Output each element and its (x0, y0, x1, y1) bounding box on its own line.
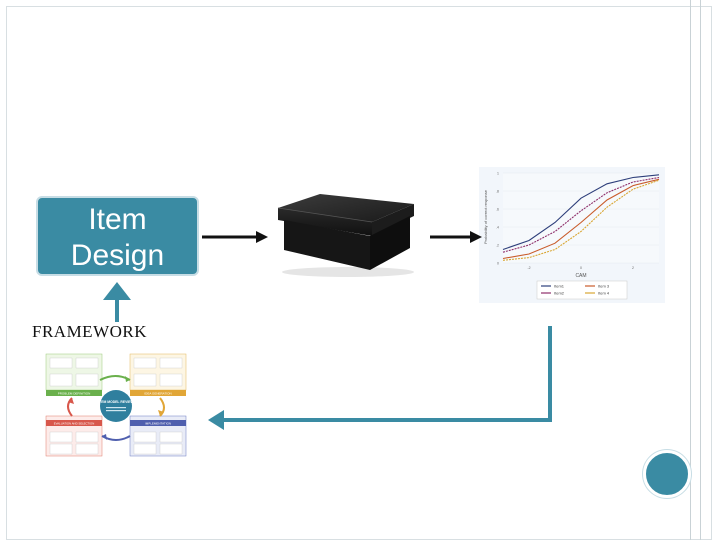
legend-label: Item2 (554, 291, 565, 296)
y-tick-label: .2 (496, 244, 499, 248)
y-tick-label: 1 (497, 172, 499, 176)
y-tick-label: 0 (497, 262, 499, 266)
x-tick-label: 0 (580, 266, 582, 270)
legend-label: Item 4 (598, 291, 610, 296)
x-tick-labels: -2 0 2 (527, 266, 634, 270)
right-rule-inner (690, 0, 691, 540)
framework-label: FRAMEWORK (32, 322, 148, 341)
item-design-line2: Design (70, 239, 165, 272)
chart-xlabel: CAM (575, 273, 586, 279)
slide-decoration-dot (643, 450, 691, 498)
legend-label: Item1 (554, 284, 565, 289)
stage-label-4: IMPLEMENTATION (145, 422, 171, 426)
framework-diagram: PROBLEM DEFINITION IDEA GENERATION EVALU… (30, 350, 202, 462)
y-tick-labels: 1 .8 .6 .4 .2 0 (496, 172, 659, 266)
y-tick-label: .4 (496, 226, 499, 230)
framework-center-title: ITEM MODEL REVIEW (98, 400, 134, 404)
series-line-3 (502, 178, 660, 260)
stage-label-1: PROBLEM DEFINITION (58, 392, 91, 396)
chart-series (502, 174, 660, 261)
stage-label-2: IDEA GENERATION (144, 392, 171, 396)
item-design-box[interactable]: Item Design (36, 196, 199, 276)
x-tick-label: 2 (632, 266, 634, 270)
chart-ylabel: Probability of correct response (483, 189, 488, 244)
series-line-1 (502, 174, 660, 251)
chart-legend (536, 280, 628, 300)
y-tick-label: .8 (496, 190, 499, 194)
irt-curve-chart: 1 .8 .6 .4 .2 0 -2 0 2 Probability of correct r… (479, 167, 665, 303)
right-rule-outer (700, 0, 701, 540)
series-line-4 (502, 179, 660, 261)
x-tick-label: -2 (527, 266, 530, 270)
stage-label-3: EVALUATION AND SELECTION (54, 422, 94, 426)
item-design-line1: Item (88, 203, 147, 236)
box-image (277, 194, 414, 277)
legend-label: Item 3 (598, 284, 610, 289)
y-tick-label: .6 (496, 208, 499, 212)
